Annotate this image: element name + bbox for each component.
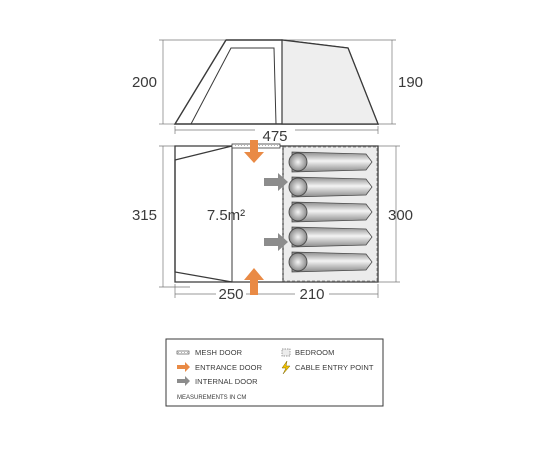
legend-entrance-door: ENTRANCE DOOR — [195, 363, 263, 372]
internal-arrow-icon — [177, 376, 190, 386]
sleeping-bag — [288, 201, 373, 223]
living-area — [174, 145, 233, 283]
entrance-arrow-icon — [244, 140, 264, 163]
legend-internal-door: INTERNAL DOOR — [195, 377, 258, 386]
tent-side-bedroom-section — [281, 39, 379, 125]
internal-arrow-icon — [264, 233, 288, 251]
floor-dimension-lines — [159, 145, 400, 298]
bedroom-icon — [281, 348, 291, 357]
bedroom-length: 210 — [299, 286, 324, 303]
mesh-door-icon — [176, 350, 190, 355]
tent-side-door — [190, 47, 277, 125]
legend-box — [165, 338, 384, 407]
floor-plan: 315 300 7.5m² 250 210 — [132, 140, 413, 303]
entrance-arrow-icon — [244, 268, 264, 295]
overall-length: 475 — [262, 128, 287, 145]
floor-area: 7.5m² — [207, 207, 245, 224]
living-length: 250 — [218, 286, 243, 303]
legend-bedroom: BEDROOM — [295, 348, 334, 357]
floor-depth-left: 315 — [132, 207, 157, 224]
legend-cable-entry: CABLE ENTRY POINT — [295, 363, 374, 372]
side-height-left: 200 — [132, 74, 157, 91]
side-height-right: 190 — [398, 74, 423, 91]
side-dimension-lines — [159, 39, 396, 125]
floor-depth-right: 300 — [388, 207, 413, 224]
sleeping-bag — [288, 151, 373, 173]
sleeping-bags — [288, 151, 373, 273]
entrance-arrow-icon — [177, 362, 190, 372]
legend: MESH DOOR ENTRANCE DOOR INTERNAL DOOR BE… — [165, 338, 384, 407]
side-view: 200 190 — [132, 39, 423, 125]
legend-mesh-door: MESH DOOR — [195, 348, 243, 357]
lightning-icon — [281, 360, 291, 375]
internal-arrow-icon — [264, 173, 288, 191]
legend-note: MEASUREMENTS IN CM — [177, 395, 246, 401]
sleeping-bag — [288, 226, 373, 248]
bedroom-boundary — [282, 146, 378, 282]
sleeping-bag — [288, 251, 373, 273]
sleeping-bag — [288, 176, 373, 198]
length-dimension: 475 — [174, 126, 379, 145]
